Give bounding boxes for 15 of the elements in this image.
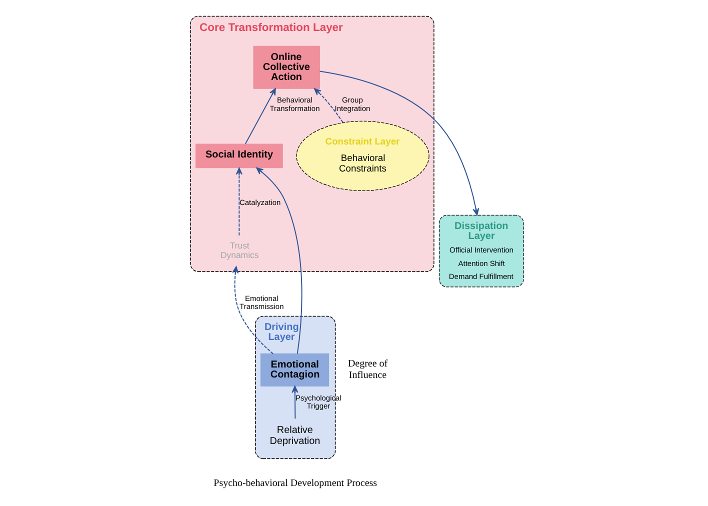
arrow [318,70,479,216]
label: Psycho-behavioral Development Process [213,478,377,489]
node-box: Emotional Contagion [260,353,329,386]
arrow [232,266,274,354]
arrow [244,88,276,144]
arrow [235,168,242,236]
node-text: Relative Deprivation [269,424,320,448]
node-ellipse: Constraint Layer Behavioral Constraints [296,120,429,192]
node-box: Online Collective Action [252,46,320,89]
arrow [313,88,343,123]
node-text: Trust Dynamics [220,240,258,260]
arrow [256,167,302,354]
arrow [291,386,298,420]
label: Degree of Influence [347,358,388,381]
node-box: Social Identity [194,144,282,168]
